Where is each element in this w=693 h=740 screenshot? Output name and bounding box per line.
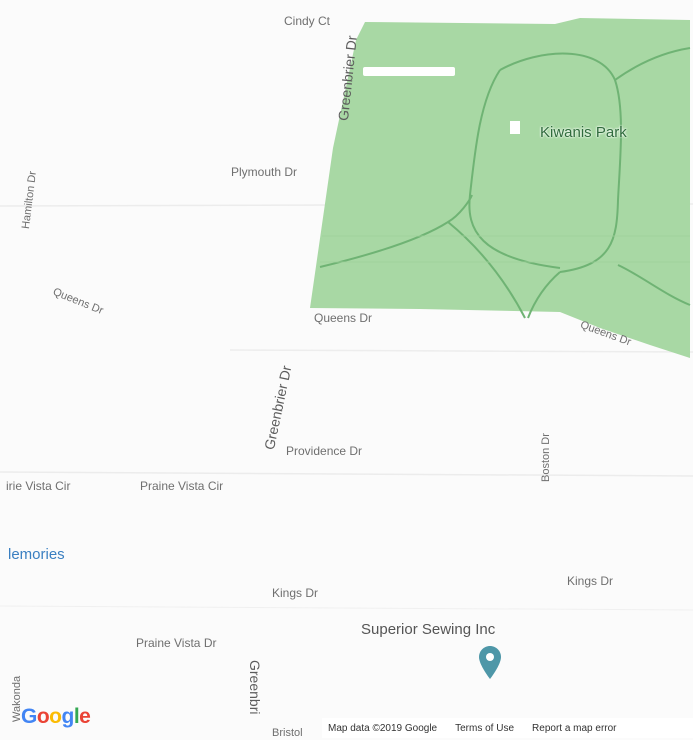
map-data-attribution: Map data ©2019 Google [328,722,438,734]
street-cindy-ct: Cindy Ct [284,14,331,28]
map-pin-icon[interactable] [478,645,502,681]
street-prairie-vista-cir-left: irie Vista Cir [6,479,71,493]
street-bristol: Bristol [272,727,303,739]
street-prairie-vista-cir: Praine Vista Cir [140,479,224,493]
map-footer: Map data ©2019 Google Terms of Use Repor… [322,718,693,738]
street-kings-dr-right: Kings Dr [567,574,614,588]
report-map-error-link[interactable]: Report a map error [532,722,617,734]
park-marker [510,121,520,134]
logo-letter-o1: o [36,705,50,728]
google-logo: Google [21,705,91,729]
street-kings-dr-left: Kings Dr [272,586,319,600]
park-clearing [363,67,455,76]
park-paths [319,47,691,319]
street-plymouth-dr: Plymouth Dr [231,165,298,179]
street-queens-dr-mid: Queens Dr [314,311,373,325]
poi-memories[interactable]: lemories [8,546,65,563]
street-greenbrier-bottom: Greenbri [247,660,263,715]
logo-letter-g: G [21,705,37,728]
terms-of-use-link[interactable]: Terms of Use [455,722,515,734]
park-label[interactable]: Kiwanis Park [540,124,627,141]
logo-letter-o2: o [49,705,62,728]
logo-letter-e: e [79,705,91,728]
street-boston-dr: Boston Dr [540,433,552,482]
kiwanis-park-area [310,18,690,358]
street-prairie-vista-dr: Praine Vista Dr [136,636,217,650]
logo-letter-g2: g [61,705,75,728]
logo-letter-l: l [73,705,80,728]
street-providence-dr: Providence Dr [286,444,363,458]
poi-superior-sewing[interactable]: Superior Sewing Inc [361,621,496,638]
